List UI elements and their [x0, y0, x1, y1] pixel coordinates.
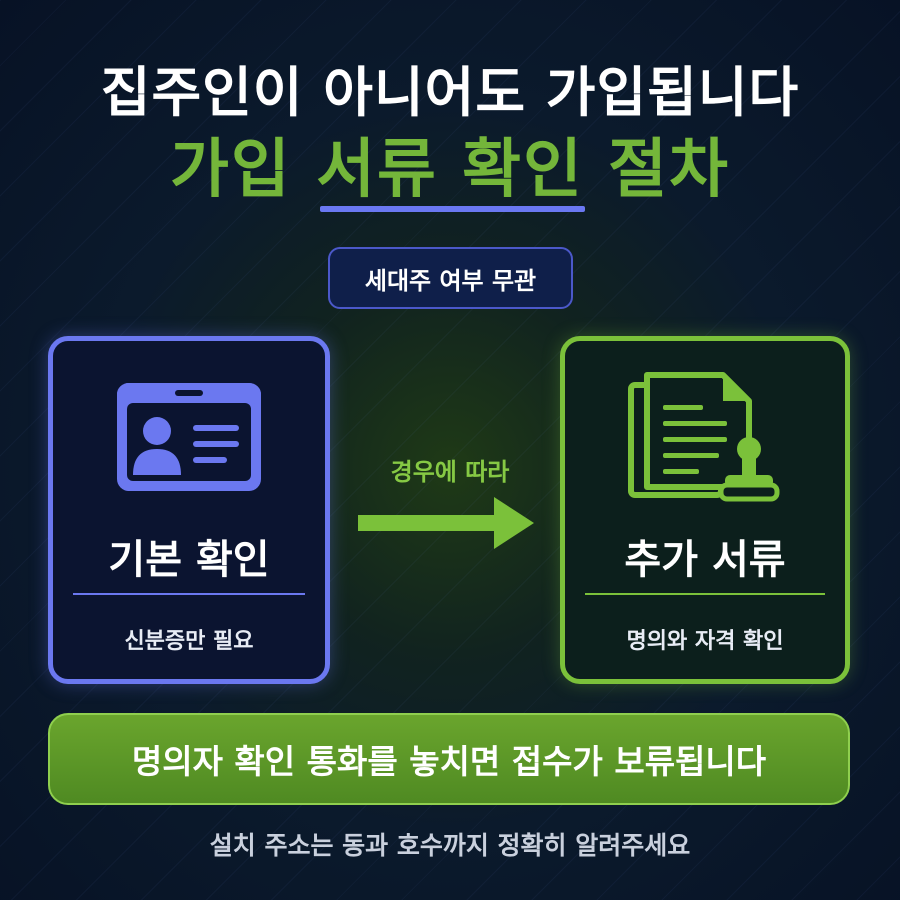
id-card-icon [53, 381, 325, 493]
connector-label: 경우에 따라 [390, 458, 510, 486]
footer-note: 설치 주소는 동과 호수까지 정확히 알려주세요 [209, 831, 691, 860]
documents-stamp-icon [565, 371, 845, 511]
page-subtitle: 가입 서류 확인 절차 [170, 133, 730, 207]
page-title: 집주인이 아니어도 가입됩니다 [100, 61, 800, 124]
arrow-right-icon [356, 495, 536, 555]
card-divider [73, 593, 305, 595]
card-divider [585, 593, 825, 595]
status-badge-label: 세대주 여부 무관 [364, 266, 537, 295]
card-title: 기본 확인 [108, 537, 270, 583]
card-subtitle: 신분증만 필요 [124, 629, 254, 654]
basic-check-card: 기본 확인 신분증만 필요 [48, 336, 330, 684]
warning-banner-text: 명의자 확인 통화를 놓치면 접수가 보류됩니다 [131, 742, 767, 781]
card-subtitle: 명의와 자격 확인 [626, 629, 784, 654]
extra-documents-card: 추가 서류 명의와 자격 확인 [560, 336, 850, 684]
status-badge: 세대주 여부 무관 [328, 247, 573, 309]
title-underline [320, 206, 585, 212]
warning-banner: 명의자 확인 통화를 놓치면 접수가 보류됩니다 [48, 713, 850, 805]
card-title: 추가 서류 [624, 537, 786, 583]
